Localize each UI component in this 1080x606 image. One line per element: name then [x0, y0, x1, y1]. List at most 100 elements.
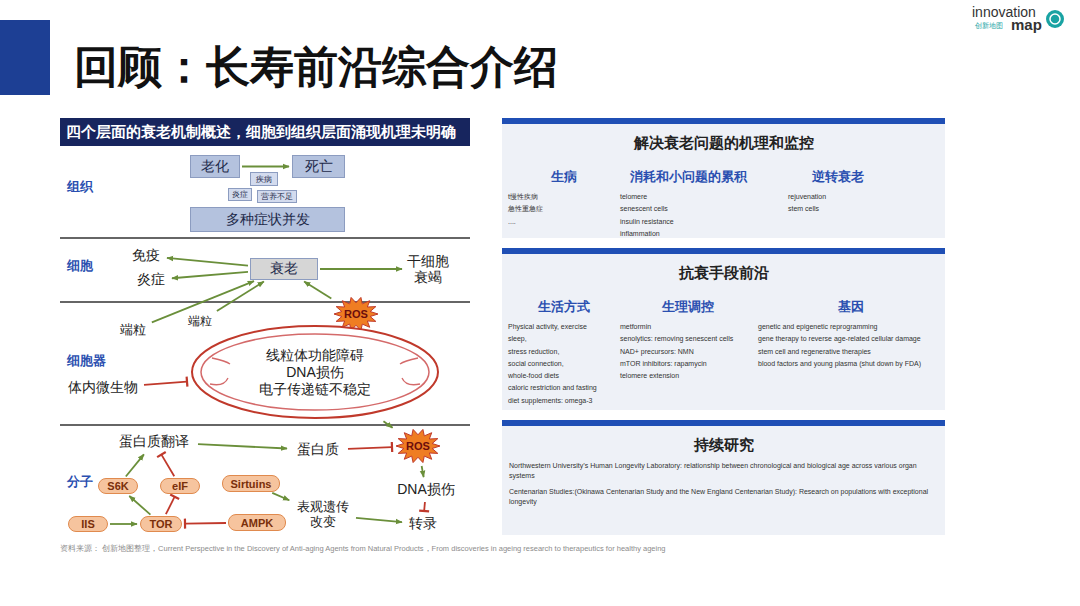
column-heading: 逆转衰老 — [788, 168, 888, 186]
column-item: caloric restriction and fasting — [508, 382, 620, 394]
column-heading: 生病 — [508, 168, 620, 186]
column-item: insulin resistance — [620, 216, 756, 228]
node-label: ROS — [344, 308, 368, 320]
node-label: 营养不足 — [261, 191, 293, 202]
column-item: senolytics: removing senescent cells — [620, 333, 756, 345]
panel-paragraph: Centenarian Studies:(Okinawa Centenarian… — [509, 487, 937, 507]
molecule-pill: eIF — [160, 478, 200, 494]
column-item: telomere extension — [620, 370, 756, 382]
process-box: 营养不足 — [257, 190, 297, 203]
node-label: 干细胞 衰竭 — [405, 253, 451, 285]
node-label: 端粒 — [188, 313, 212, 330]
column-item: Physical activity, exercise — [508, 321, 620, 333]
level-separator — [60, 424, 470, 425]
level-label: 分子 — [67, 476, 93, 490]
inhibition-connector — [161, 455, 174, 477]
column-item: telomere — [620, 191, 756, 203]
column-item: t慢性疾病 — [508, 191, 620, 203]
info-column: 生病 t慢性疾病急性重急症.... — [508, 168, 620, 228]
node-label: 疾病 — [256, 174, 272, 185]
info-column: 生活方式 Physical activity, exercisesleep,str… — [508, 298, 620, 407]
column-heading: 生理调控 — [620, 298, 756, 316]
node-label: 电子传递链不稳定 — [259, 381, 371, 398]
info-column: 基因genetic and epigenetic reprogrammingge… — [758, 298, 943, 370]
info-column: 逆转衰老rejuvenationstem cells — [788, 168, 888, 216]
crista-fold — [400, 358, 418, 364]
column-item: stem cells — [788, 203, 888, 215]
text-node: 端粒 — [184, 312, 216, 331]
inhibition-connector — [423, 502, 426, 511]
molecule-pill: IIS — [68, 516, 108, 532]
column-heading: 基因 — [758, 298, 943, 316]
panel-paragraph: Northwestern University’s Human Longevit… — [509, 461, 937, 481]
molecule-pill: Sirtuins — [222, 475, 280, 492]
outer-membrane — [192, 326, 438, 418]
node-label: DNA损伤 — [397, 481, 455, 499]
node-label: ROS — [406, 440, 430, 452]
info-panel: 持续研究Northwestern University’s Human Long… — [502, 420, 945, 535]
column-item: sleep, — [508, 333, 620, 345]
column-item: stress reduction, — [508, 346, 620, 358]
column-item: diet supplements: omega-3 — [508, 395, 620, 407]
molecule-pill: TOR — [140, 516, 182, 532]
crista-fold — [210, 378, 228, 385]
inhibition-connector — [185, 522, 226, 524]
activation-arrow — [242, 166, 289, 168]
column-item: inflammation — [620, 228, 756, 240]
node-label: S6K — [107, 480, 128, 492]
activation-arrow — [320, 268, 402, 270]
node-label: AMPK — [241, 517, 273, 529]
column-heading: 生活方式 — [508, 298, 620, 316]
column-item: social connection, — [508, 358, 620, 370]
level-separator — [60, 301, 470, 302]
column-item: .... — [508, 216, 620, 228]
column-heading: 消耗和小问题的累积 — [620, 168, 756, 186]
column-item: blood factors and young plasma (shut dow… — [758, 358, 943, 370]
node-label: 死亡 — [305, 158, 333, 176]
ros-starburst: ROS — [395, 428, 441, 464]
info-panel: 抗衰手段前沿生活方式Physical activity, exercisesle… — [502, 248, 945, 410]
activation-arrow — [356, 518, 402, 522]
column-item: stem cell and regenerative therapies — [758, 346, 943, 358]
text-node: 体内微生物 — [64, 378, 142, 398]
panel-heading: 解决衰老问题的机理和监控 — [502, 124, 945, 153]
source-note: 资料来源： 创新地图整理，Current Perspective in the … — [60, 545, 666, 553]
node-label: 蛋白质 — [297, 441, 339, 459]
text-node: 蛋白质 — [290, 440, 346, 460]
node-label: DNA损伤 — [286, 364, 344, 381]
activation-arrow — [167, 258, 248, 266]
column-item: 急性重急症 — [508, 203, 620, 215]
molecule-pill: S6K — [98, 478, 138, 494]
node-label: 老化 — [201, 158, 229, 176]
level-separator — [60, 237, 470, 238]
info-column: 生理调控metforminsenolytics: removing senesc… — [620, 298, 756, 382]
node-label: TOR — [149, 518, 172, 530]
starburst-outline — [334, 297, 378, 330]
text-node: 蛋白质翻译 — [112, 432, 196, 452]
column-item: NAD+ precursors: NMN — [620, 346, 756, 358]
logo-text: 创新地图 — [975, 22, 1003, 30]
activation-arrow — [129, 496, 150, 515]
logo-icon-ring — [1050, 14, 1060, 24]
slide-title: 回顾：长寿前沿综合介绍 — [74, 38, 558, 97]
level-label: 细胞 — [67, 260, 93, 274]
process-box: 炎症 — [228, 188, 252, 201]
node-label: 炎症 — [232, 189, 248, 200]
activation-arrow — [110, 523, 137, 525]
column-item: gene therapy to reverse age-related cell… — [758, 333, 943, 345]
process-box: 多种症状并发 — [190, 207, 345, 232]
text-node: 免疫 — [128, 246, 164, 266]
node-label: 端粒 — [120, 321, 146, 339]
node-label: IIS — [81, 518, 94, 530]
node-label: 线粒体功能障碍 — [266, 347, 364, 364]
inner-membrane — [201, 334, 429, 410]
process-box: 衰老 — [250, 258, 318, 280]
node-label: 免疫 — [132, 247, 160, 265]
molecule-pill: AMPK — [228, 514, 286, 531]
panel-heading: 四个层面的衰老机制概述，细胞到组织层面涌现机理未明确 — [60, 118, 470, 146]
level-label: 细胞器 — [67, 355, 106, 369]
inhibition-connector — [144, 382, 187, 385]
process-box: 死亡 — [292, 155, 345, 178]
activation-arrow — [126, 454, 144, 476]
